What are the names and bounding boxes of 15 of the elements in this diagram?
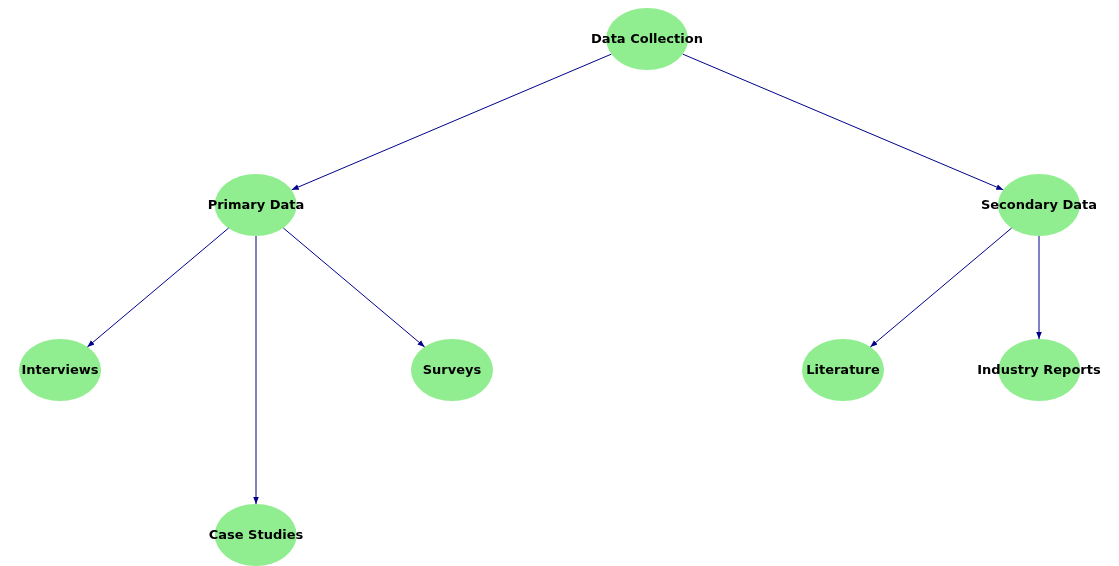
arrow xyxy=(291,53,612,191)
arrow xyxy=(869,227,1013,348)
arrow xyxy=(282,227,426,348)
node-label: Secondary Data xyxy=(980,196,1098,215)
node-label: Literature xyxy=(806,361,880,380)
node-label: Case Studies xyxy=(208,526,304,545)
arrow xyxy=(86,227,230,348)
node-label: Primary Data xyxy=(207,196,305,215)
node-label: Interviews xyxy=(21,361,99,380)
arrow xyxy=(253,235,259,505)
node-label: Data Collection xyxy=(591,30,703,49)
arrow xyxy=(1036,235,1042,340)
arrow xyxy=(682,53,1004,191)
node-label: Industry Reports xyxy=(977,361,1101,380)
node-label: Surveys xyxy=(422,361,482,380)
